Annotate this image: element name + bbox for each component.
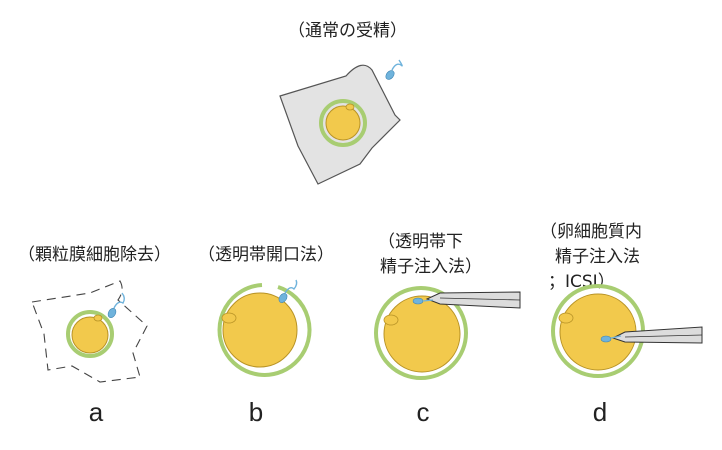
label-a: （顆粒膜細胞除去） (18, 245, 171, 265)
label-d-line1: （卵細胞質内 (540, 222, 642, 242)
oocyte (383, 295, 461, 373)
figure-d (551, 284, 703, 378)
oocyte (325, 105, 361, 141)
panel-letter-d: d (592, 397, 608, 427)
polar-body (221, 312, 237, 324)
figure-b (217, 279, 312, 377)
figure-a (31, 280, 148, 383)
sperm (278, 279, 298, 303)
oocyte (222, 292, 298, 368)
zona-pellucida (374, 286, 468, 380)
panel-letter-b: b (248, 397, 264, 427)
figure-c (374, 286, 521, 380)
oocyte (71, 316, 109, 354)
normal-fertilization-figure (279, 59, 403, 185)
injection-pipette (425, 291, 521, 309)
label-b: （透明帯開口法） (198, 245, 334, 265)
label-d-line2: 精子注入法 (555, 247, 640, 267)
sperm (600, 335, 622, 343)
polar-body (93, 314, 103, 322)
label-c-line2: 精子注入法） (380, 257, 482, 277)
zona-pellucida (66, 310, 114, 358)
removed-cumulus-outline (31, 280, 148, 383)
label-c-line1: （透明帯下 (378, 232, 463, 252)
sperm (107, 292, 125, 318)
label-normal-fertilization: （通常の受精） (288, 21, 407, 41)
sperm (385, 59, 403, 80)
injection-pipette (611, 326, 703, 344)
polar-body (383, 314, 399, 326)
zona-pellucida (319, 99, 367, 147)
polar-body (345, 103, 355, 111)
sperm (412, 297, 434, 305)
panel-letter-a: a (88, 397, 104, 427)
zona-pellucida-opened (217, 283, 312, 377)
polar-body (558, 312, 574, 324)
panel-letter-c: c (416, 397, 430, 427)
